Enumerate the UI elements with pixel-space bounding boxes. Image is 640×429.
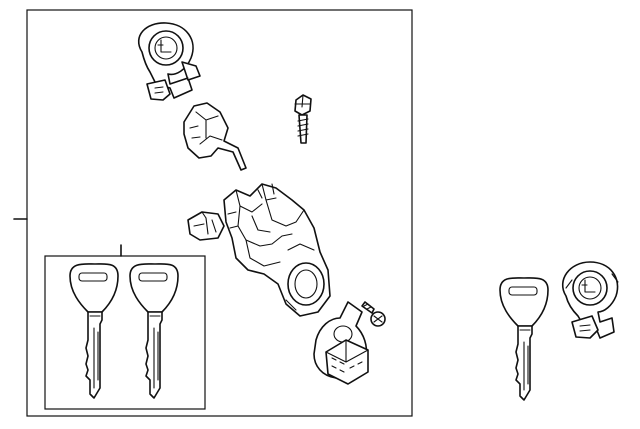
switch-connector-part xyxy=(183,102,247,171)
key-right xyxy=(129,263,179,399)
screw-part xyxy=(361,301,386,327)
ignition-switch-part xyxy=(313,301,369,385)
key-left xyxy=(69,263,119,399)
spare-transponder-coil xyxy=(561,261,619,339)
small-connector-part xyxy=(187,211,225,241)
spare-key xyxy=(499,277,549,401)
steering-lock-housing-part xyxy=(223,183,331,317)
bolt-part xyxy=(294,94,312,144)
key-set-frame xyxy=(44,255,206,410)
transponder-coil-part xyxy=(137,22,201,101)
